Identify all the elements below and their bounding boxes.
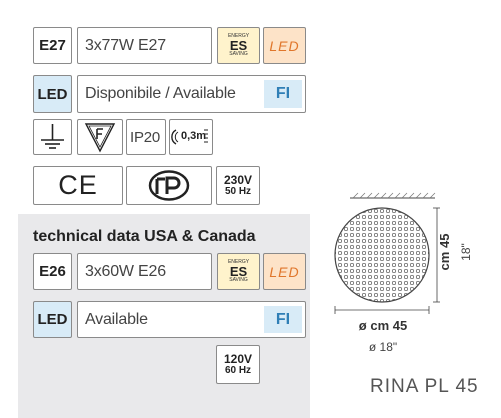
led-tag: LED [263, 27, 306, 64]
usa-voltage-badge: 120V 60 Hz [216, 345, 260, 384]
model-name: RINA PL 45 [370, 376, 479, 397]
usa-section-heading: technical data USA & Canada [33, 228, 256, 245]
energy-label-line1: ENERGY [227, 33, 250, 39]
usa-led-tag: LED [263, 253, 306, 290]
usa-energy-label-line1: ENERGY [227, 259, 250, 265]
socket-code-badge: E27 [33, 27, 72, 64]
voltage-badge: 230V 50 Hz [216, 166, 260, 205]
bulb-spec-field: 3x77W E27 [77, 27, 212, 64]
usa-energy-label-brand: ES [229, 264, 248, 279]
usa-voltage-value: 120V [223, 352, 253, 366]
frequency-value: 50 Hz [224, 186, 252, 197]
usa-led-code-badge: LED [33, 301, 72, 338]
height-in-label: 18" [459, 243, 473, 261]
ce-mark-text: CE [58, 170, 98, 200]
usa-energy-label-line3: SAVING [229, 277, 248, 283]
led-code-badge: LED [33, 75, 72, 113]
height-cm-label: cm 45 [437, 233, 452, 271]
fi-tag: FI [264, 80, 302, 108]
flammable-surface-icon [77, 119, 123, 155]
energy-label-line3: SAVING [229, 51, 248, 57]
diameter-cm-label: ø cm 45 [358, 318, 408, 333]
usa-frequency-value: 60 Hz [224, 365, 252, 376]
voltage-value: 230V [223, 173, 253, 187]
diameter-in-label: ø 18" [368, 340, 398, 354]
ce-mark-icon: CE [33, 166, 123, 205]
usa-bulb-spec-field: 3x60W E26 [77, 253, 212, 290]
ceiling-lamp-drawing [325, 190, 440, 315]
ground-icon [33, 119, 72, 155]
usa-socket-code-badge: E26 [33, 253, 72, 290]
energy-label-brand: ES [229, 38, 248, 53]
ip-rating-badge: IP20 [126, 119, 166, 155]
distance-mark-text: 0,3m [181, 130, 207, 142]
distance-icon: 0,3m [169, 119, 213, 155]
gost-r-icon [126, 166, 212, 205]
usa-energy-saving-badge: ENERGY ES SAVING [217, 253, 260, 290]
energy-saving-badge: ENERGY ES SAVING [217, 27, 260, 64]
usa-fi-tag: FI [264, 306, 302, 333]
